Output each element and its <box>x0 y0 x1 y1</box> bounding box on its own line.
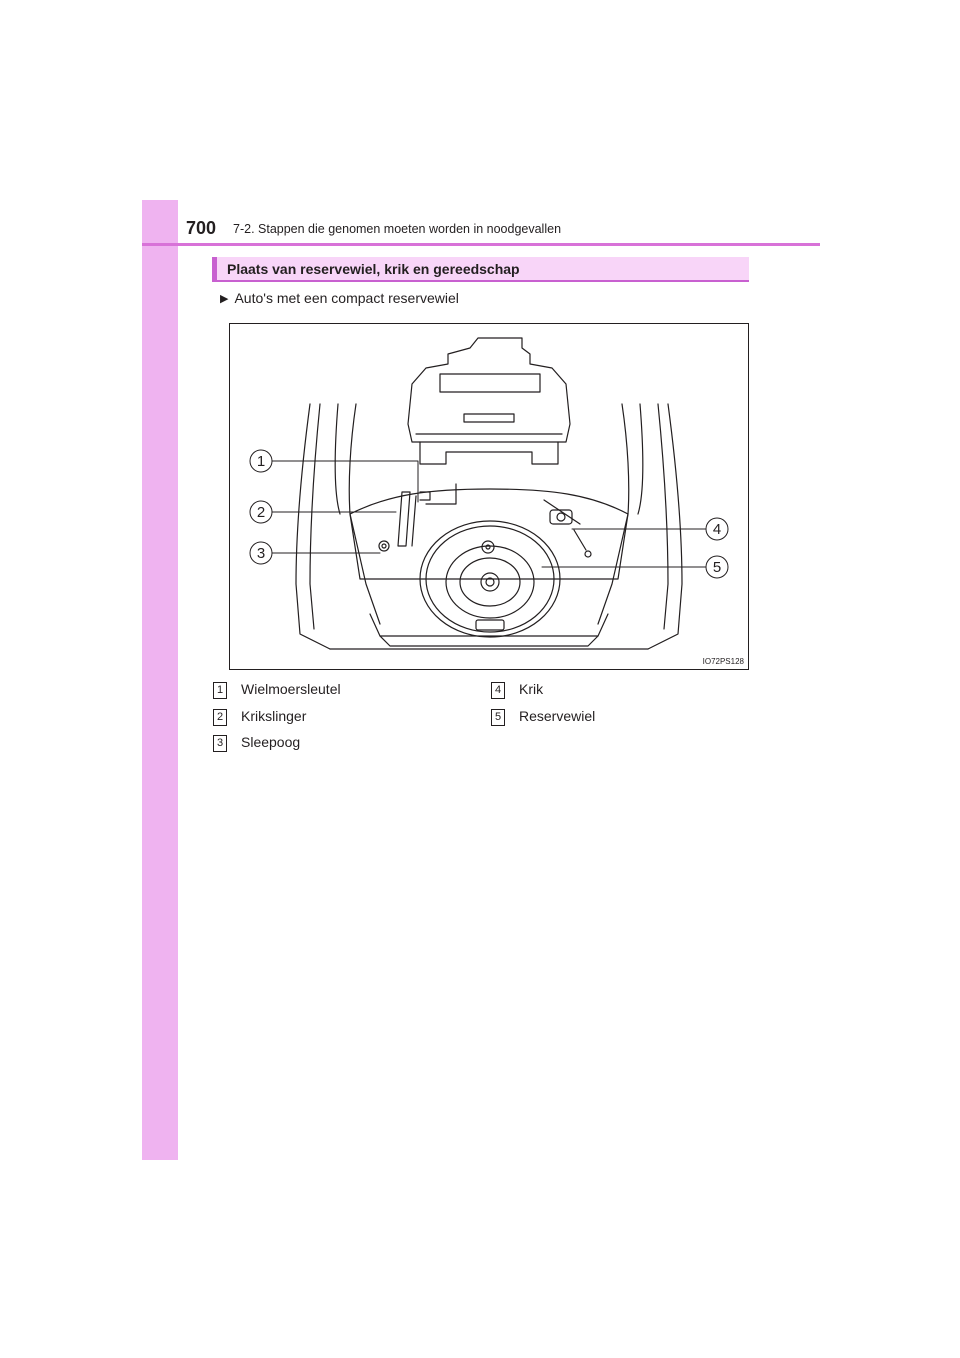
trunk-drawing: 1 2 3 4 5 <box>249 337 729 650</box>
callout-number-2: 2 <box>257 504 265 521</box>
callout-circles <box>249 449 729 579</box>
legend-number-5: 5 <box>491 708 505 726</box>
trunk-illustration: 1 2 3 4 5 IO72PS128 <box>229 323 749 670</box>
callout-circle-1 <box>249 449 273 473</box>
legend-number-2: 2 <box>213 708 227 726</box>
spare-wheel <box>419 520 561 638</box>
section-heading-box: Plaats van reservewiel, krik en gereedsc… <box>212 257 749 282</box>
callout-circle-2 <box>249 500 273 524</box>
legend-label-4: Krik <box>519 681 544 697</box>
callout-number-5: 5 <box>713 559 721 576</box>
callout-circle-4 <box>705 517 729 541</box>
subheading: ▶ Auto's met een compact reservewiel <box>220 290 459 306</box>
callout-number-4: 4 <box>713 521 721 538</box>
legend-number-3: 3 <box>213 734 227 752</box>
legend-item-5: 5 Reservewiel <box>491 708 595 726</box>
left-tools <box>378 483 457 552</box>
legend-item-4: 4 Krik <box>491 681 543 699</box>
chapter-title: 7-2. Stappen die genomen moeten worden i… <box>233 222 562 236</box>
subheading-text: Auto's met een compact reservewiel <box>234 290 459 306</box>
deck-board <box>407 337 571 465</box>
section-title: Plaats van reservewiel, krik en gereedsc… <box>227 261 520 277</box>
legend-label-5: Reservewiel <box>519 708 596 724</box>
legend-label-3: Sleepoog <box>241 734 301 750</box>
legend-item-2: 2 Krikslinger <box>213 708 306 726</box>
jack-device <box>543 499 592 558</box>
callout-number-3: 3 <box>257 545 265 562</box>
legend-number-4: 4 <box>491 681 505 699</box>
car-body-outline <box>295 403 683 650</box>
legend-label-2: Krikslinger <box>241 708 307 724</box>
callout-circle-5 <box>705 555 729 579</box>
figure-code: IO72PS128 <box>702 657 744 666</box>
callout-circle-3 <box>249 541 273 565</box>
legend-item-3: 3 Sleepoog <box>213 734 300 752</box>
header-rule <box>142 243 820 246</box>
callout-leaders <box>271 460 707 568</box>
chapter-side-tab <box>142 200 178 1160</box>
triangle-bullet-icon: ▶ <box>220 293 229 305</box>
legend-label-1: Wielmoersleutel <box>241 681 341 697</box>
legend-item-1: 1 Wielmoersleutel <box>213 681 341 699</box>
callout-number-1: 1 <box>257 453 265 470</box>
page-number: 700 <box>186 218 217 238</box>
legend-number-1: 1 <box>213 681 227 699</box>
